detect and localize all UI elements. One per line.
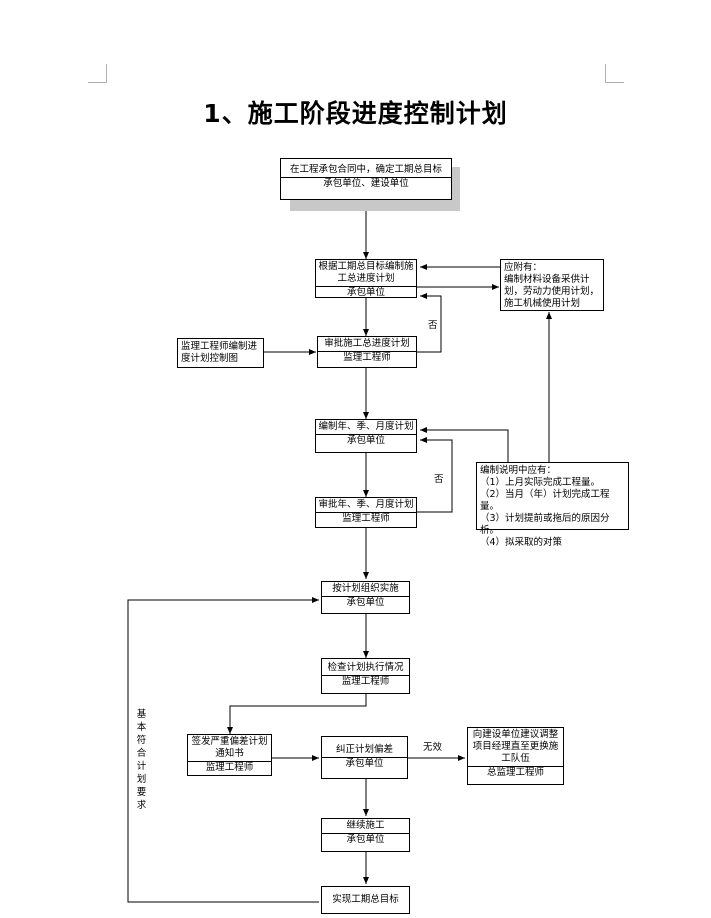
- edge-approve-no-loop: [417, 293, 442, 353]
- edge-feedback-loop: [127, 597, 319, 903]
- should-have-line-1: 应附有：: [504, 262, 543, 273]
- compile-periodic-sub: 承包单位: [346, 435, 385, 446]
- approve-total-box: 审批施工总进度计划 监理工程师: [317, 336, 417, 368]
- achieve-main: 实现工期总目标: [332, 894, 399, 905]
- contract-box-main: 在工程承包合同中，确定工期总目标: [281, 159, 451, 178]
- suggest-main: 向建设单位建议调整项目经理直至更换施工队伍: [468, 728, 563, 767]
- compile-periodic-box: 编制年、季、月度计划 承包单位: [315, 419, 417, 453]
- notice-box: 签发严重偏差计划通知书 监理工程师: [187, 734, 272, 776]
- edge-label-invalid: 无效: [423, 742, 443, 753]
- explain-line-3: （2）当月（年）计划完成工程量。: [480, 489, 610, 512]
- correct-box: 纠正计划偏差 承包单位: [321, 736, 408, 779]
- should-have-line-2: 编制材料设备采供计划，劳动力使用计划，施工机械使用计划: [504, 274, 600, 309]
- implement-box: 按计划组织实施 承包单位: [321, 581, 410, 614]
- continue-box: 继续施工 承包单位: [321, 818, 410, 852]
- should-have-box: 应附有： 编制材料设备采供计划，劳动力使用计划，施工机械使用计划: [500, 259, 604, 311]
- approve-periodic-sub: 监理工程师: [342, 513, 390, 524]
- edge-explain-to-periodic: [420, 427, 509, 462]
- compile-total-sub: 承包单位: [346, 287, 385, 298]
- explain-line-1: 编制说明中应有：: [480, 465, 557, 476]
- notice-sub: 监理工程师: [205, 762, 254, 773]
- implement-main: 按计划组织实施: [322, 582, 409, 597]
- supervisor-chart-box: 监理工程师编制进度计划控制图: [177, 338, 264, 368]
- notice-main: 签发严重偏差计划通知书: [188, 735, 271, 762]
- page-corner-mark-right: [605, 64, 624, 83]
- approve-total-sub: 监理工程师: [343, 352, 391, 363]
- approve-periodic-box: 审批年、季、月度计划 监理工程师: [315, 497, 417, 528]
- explain-line-5: （4）拟采取的对策: [480, 537, 563, 548]
- suggest-sub: 总监理工程师: [486, 767, 544, 778]
- compile-total-main: 根据工期总目标编制施工总进度计划: [316, 260, 416, 287]
- explain-line-2: （1）上月实际完成工程量。: [480, 477, 601, 488]
- edge-approve-periodic-no-loop: [417, 437, 453, 513]
- explain-box: 编制说明中应有： （1）上月实际完成工程量。 （2）当月（年）计划完成工程量。 …: [476, 462, 629, 548]
- contract-box-sub: 承包单位、建设单位: [323, 178, 409, 189]
- check-sub: 监理工程师: [341, 676, 390, 687]
- implement-sub: 承包单位: [346, 597, 385, 608]
- approve-periodic-main: 审批年、季、月度计划: [316, 498, 416, 513]
- check-main: 检查计划执行情况: [322, 659, 409, 676]
- supervisor-chart-text: 监理工程师编制进度计划控制图: [181, 341, 258, 364]
- compile-total-box: 根据工期总目标编制施工总进度计划 承包单位: [315, 259, 417, 298]
- compile-periodic-main: 编制年、季、月度计划: [316, 420, 416, 435]
- continue-main: 继续施工: [322, 819, 409, 834]
- explain-line-4: （3）计划提前或拖后的原因分析。: [480, 513, 610, 536]
- page-corner-mark-left: [88, 64, 107, 83]
- edge-label-meets-plan: 基本符合计划要求: [136, 709, 147, 811]
- edge-label-no-1: 否: [428, 320, 438, 331]
- correct-main: 纠正计划偏差: [322, 737, 407, 758]
- check-box: 检查计划执行情况 监理工程师: [321, 658, 410, 694]
- suggest-box: 向建设单位建议调整项目经理直至更换施工队伍 总监理工程师: [467, 727, 564, 785]
- approve-total-main: 审批施工总进度计划: [318, 337, 416, 352]
- edge-check-to-notice: [227, 694, 367, 734]
- contract-box: 在工程承包合同中，确定工期总目标 承包单位、建设单位: [280, 158, 452, 200]
- continue-sub: 承包单位: [346, 834, 385, 845]
- correct-sub: 承包单位: [345, 758, 384, 769]
- edge-label-no-2: 否: [434, 474, 444, 485]
- page-title: 1、施工阶段进度控制计划: [203, 99, 508, 128]
- achieve-box: 实现工期总目标: [321, 886, 410, 914]
